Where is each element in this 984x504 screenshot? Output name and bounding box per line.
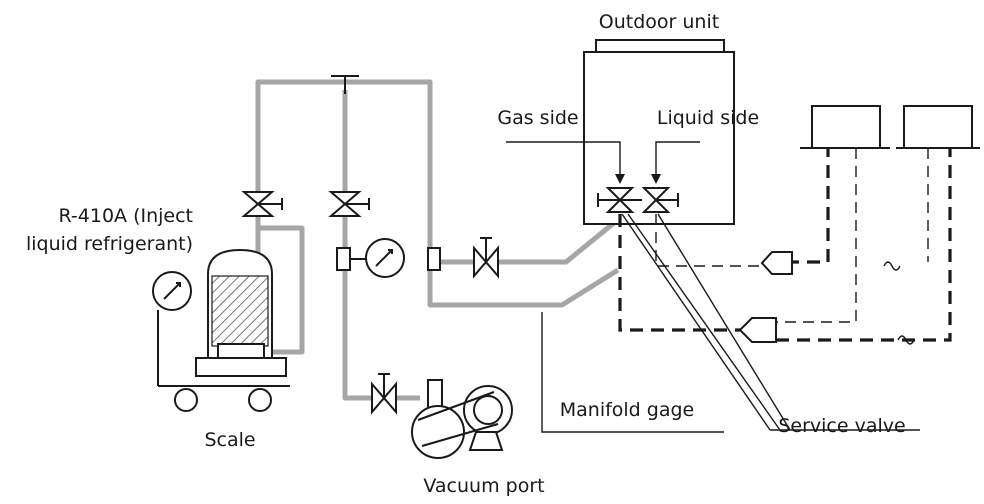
label-liquid-side: Liquid side [657,107,759,129]
gage-port-fitting [427,247,441,271]
label-gas-side: Gas side [497,107,578,129]
indoor-unit-1 [800,105,890,149]
pipe-break-lower [897,335,915,345]
liquid-side-leader [651,141,700,184]
tee-fitting [331,75,359,94]
valve-vacuum-pump [371,373,397,415]
service-valve-gas [597,187,642,213]
distributor-upper [760,251,793,275]
field-piping [618,148,952,345]
pipe-break-upper [883,261,901,271]
service-valve-leaders [621,213,920,431]
refrigerant-cylinder [207,248,273,359]
valve-manifold-right [473,237,499,279]
gas-side-leader [506,141,625,184]
label-refrigerant-line1: R-410A (Inject [58,205,193,227]
distributor-lower [738,317,777,343]
scale-cart [152,271,290,412]
label-manifold-gage: Manifold gage [560,399,695,421]
label-vacuum-port: Vacuum port [423,475,544,497]
indoor-unit-2 [896,105,980,149]
cylinder-supply-pipe [258,225,305,355]
manifold-gage [336,238,405,278]
gas-side-pipe [255,79,620,308]
service-valve-liquid [641,187,679,213]
manifold-gage-leader [541,312,724,433]
valve-left-cylinder [241,191,283,217]
valve-middle-vacuum [328,191,370,217]
label-service-valve: Service valve [778,415,905,437]
vacuum-pump [411,379,513,459]
label-outdoor-unit: Outdoor unit [599,11,719,33]
label-scale: Scale [204,429,255,451]
label-refrigerant-line2: liquid refrigerant) [26,233,193,255]
